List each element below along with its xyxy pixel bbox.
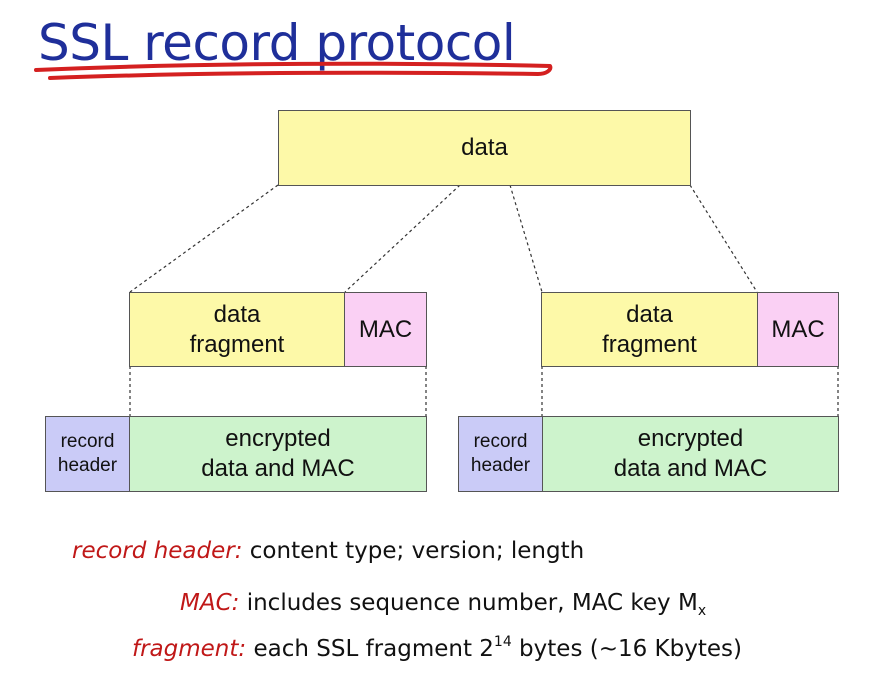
legend-fragment-text: each SSL fragment 214 bytes (~16 Kbytes) (253, 634, 742, 662)
legend-mac-subscript: x (697, 603, 707, 619)
record-header-label-2: record header (470, 431, 531, 476)
record-header-box-2: record header (458, 416, 543, 492)
title-underline (34, 61, 553, 80)
legend-mac: MAC: includes sequence number, MAC key M… (180, 590, 706, 619)
legend-mac-text: includes sequence number, MAC key M (246, 590, 698, 616)
data-box: data (278, 110, 691, 186)
legend-record-header-text: content type; version; length (249, 538, 585, 564)
encrypted-box-2: encrypted data and MAC (542, 416, 839, 492)
encrypted-label-1: encrypted data and MAC (201, 425, 355, 482)
legend-fragment-key: fragment: (132, 636, 247, 662)
legend-record-header: record header: content type; version; le… (72, 538, 584, 564)
legend-mac-key: MAC: (180, 590, 240, 616)
encrypted-label-2: encrypted data and MAC (613, 425, 768, 482)
record-header-box-1: record header (45, 416, 130, 492)
mac-box-1: MAC (344, 292, 427, 367)
data-fragment-box-2: data fragment (541, 292, 758, 367)
data-fragment-box-1: data fragment (129, 292, 345, 367)
record-header-label-1: record header (57, 431, 118, 476)
mac-label-2: MAC (771, 315, 825, 343)
encrypted-box-1: encrypted data and MAC (129, 416, 427, 492)
legend-fragment: fragment: each SSL fragment 214 bytes (~… (132, 634, 742, 662)
data-fragment-label-1: data fragment (189, 300, 285, 358)
legend-record-header-key: record header: (72, 538, 243, 564)
legend-fragment-superscript: 14 (493, 634, 512, 650)
mac-box-2: MAC (757, 292, 839, 367)
mac-label-1: MAC (358, 315, 413, 343)
data-box-label: data (461, 134, 508, 161)
data-fragment-label-2: data fragment (602, 300, 697, 358)
